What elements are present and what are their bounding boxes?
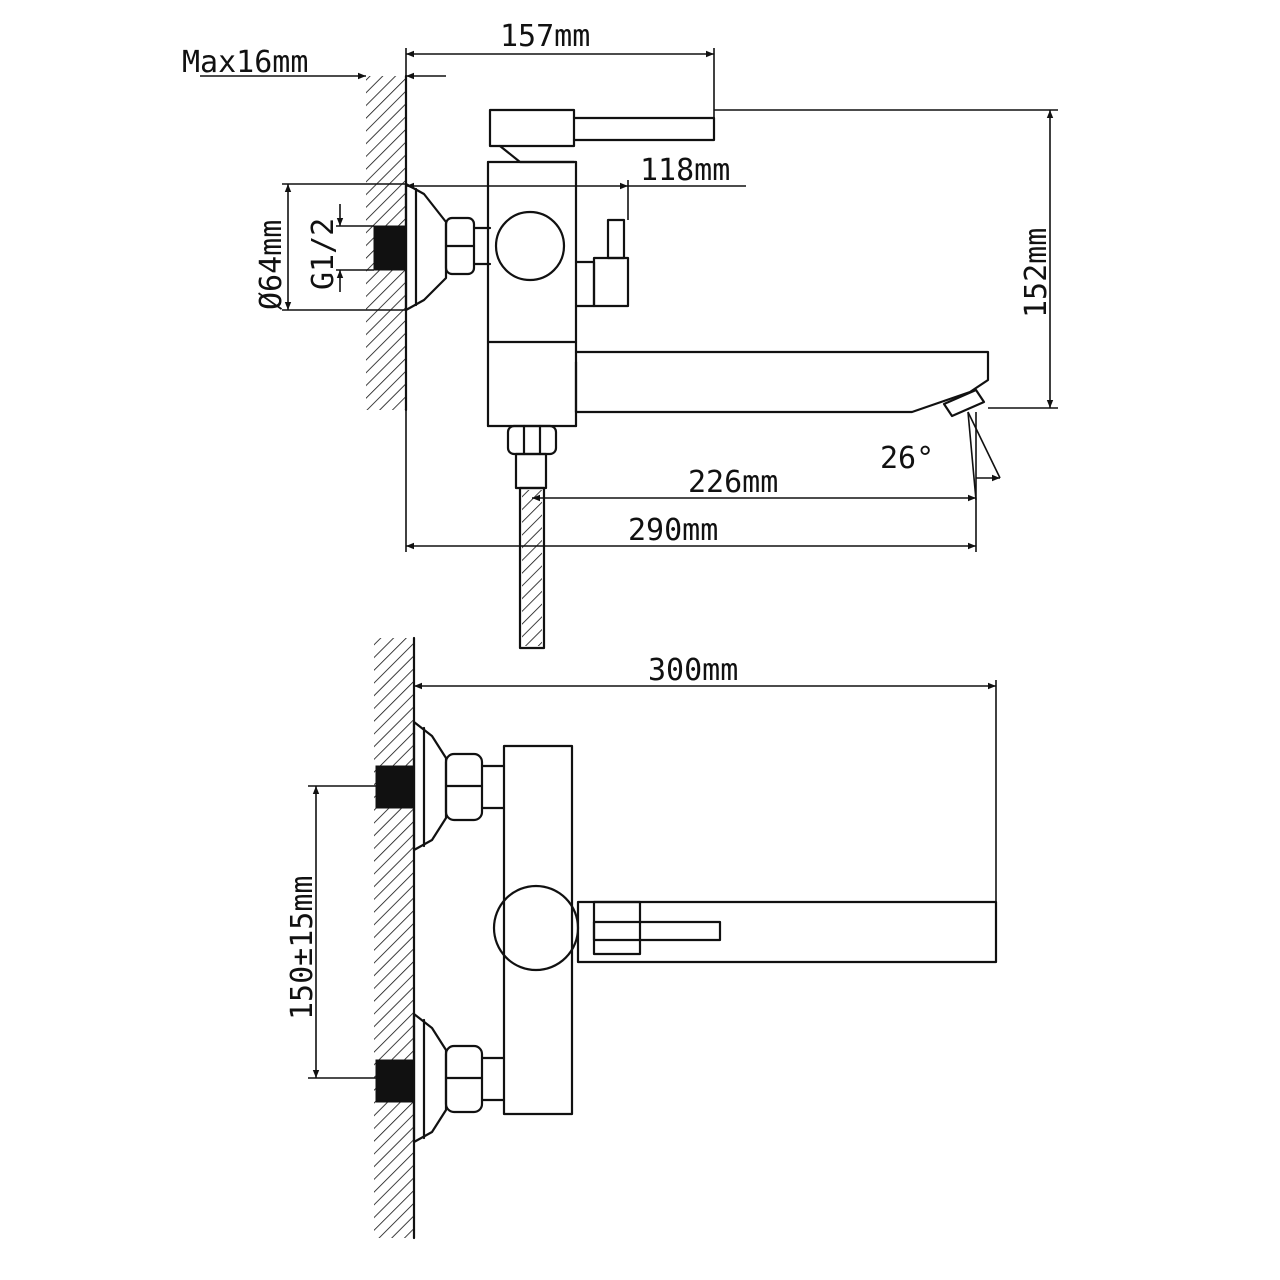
top-wall (374, 636, 416, 1240)
side-wall (366, 74, 408, 412)
top-view: 300mm 150±15mm (285, 636, 998, 1240)
top-upper-inlet-connector (412, 720, 506, 852)
top-spout (576, 900, 998, 964)
side-diverter-and-outlet (506, 424, 558, 650)
side-view: Max16mm 157mm 118mm Ø64mm G1/2 (182, 19, 1058, 650)
side-dim-spout-angle-label: 26° (880, 441, 934, 476)
side-dim-outlet-to-spout: 226mm (532, 412, 977, 552)
side-dim-total-height: 152mm (714, 109, 1058, 409)
side-dim-flange-label: Ø64mm (254, 220, 289, 310)
side-dim-body-offset-label: 118mm (640, 153, 730, 188)
side-dim-thread-label: G1/2 (306, 218, 341, 290)
side-spout (574, 350, 990, 418)
side-dim-outlet-to-spout-label: 226mm (688, 465, 778, 500)
side-dim-wall-to-spout: 290mm (405, 410, 976, 552)
top-dim-total-length-label: 300mm (648, 653, 738, 688)
side-dim-total-height-label: 152mm (1019, 228, 1054, 318)
side-dim-spout-reach: 157mm (406, 19, 715, 118)
top-dim-inlet-spacing-label: 150±15mm (285, 876, 320, 1021)
top-dim-total-length: 300mm (414, 653, 997, 962)
side-dim-max-wall-label: Max16mm (182, 45, 308, 80)
side-dim-wall-to-spout-label: 290mm (628, 513, 718, 548)
side-dim-body-offset: 118mm (406, 153, 746, 220)
top-dim-inlet-spacing: 150±15mm (285, 785, 376, 1079)
side-eccentric-connector (404, 182, 492, 312)
top-lower-inlet-connector (412, 1012, 506, 1144)
top-mixer-body (492, 744, 580, 1116)
side-faucet-body (486, 160, 630, 428)
side-dim-spout-angle: 26° (880, 411, 1001, 501)
side-dim-max-wall: Max16mm (182, 45, 446, 80)
side-dim-flange: Ø64mm G1/2 (254, 183, 406, 311)
side-dim-spout-reach-label: 157mm (500, 19, 590, 54)
